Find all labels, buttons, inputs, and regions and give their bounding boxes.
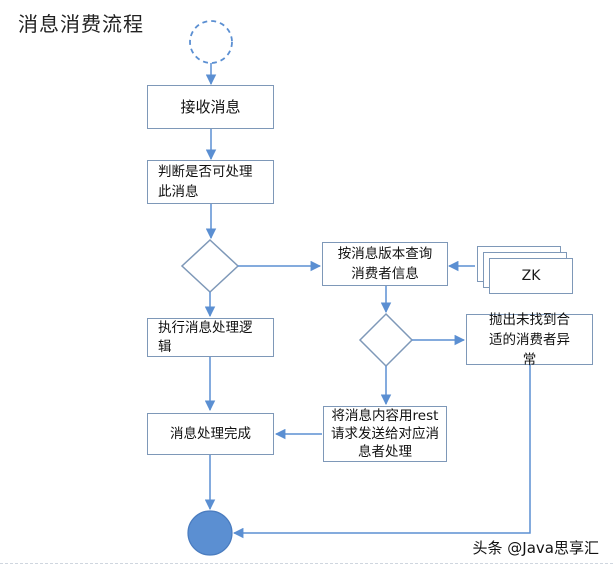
node-throw-exception: 抛出未找到合适的消费者异常 bbox=[466, 312, 593, 368]
node-complete-label: 消息处理完成 bbox=[170, 426, 251, 442]
start-node bbox=[189, 20, 233, 64]
node-complete: 消息处理完成 bbox=[147, 413, 274, 455]
watermark: 头条 @Java思享汇 bbox=[472, 539, 599, 557]
diagram-title: 消息消费流程 bbox=[18, 12, 144, 36]
node-zk: ZK bbox=[489, 258, 573, 294]
node-receive-label: 接收消息 bbox=[180, 98, 241, 116]
node-judge-message: 判断是否可处理此消息 bbox=[147, 160, 274, 204]
decision-diamond-1 bbox=[180, 238, 240, 294]
node-execute-logic: 执行消息处理逻辑 bbox=[147, 318, 274, 357]
node-receive-message: 接收消息 bbox=[147, 85, 274, 129]
node-execute-label: 执行消息处理逻辑 bbox=[158, 319, 253, 355]
node-forward-label: 将消息内容用rest请求发送给对应消息者处理 bbox=[331, 408, 439, 460]
footer-divider bbox=[0, 563, 613, 566]
node-judge-label: 判断是否可处理此消息 bbox=[158, 164, 253, 200]
decision-diamond-2 bbox=[358, 312, 414, 368]
node-query-consumer: 按消息版本查询消费者信息 bbox=[322, 242, 448, 286]
node-forward-rest: 将消息内容用rest请求发送给对应消息者处理 bbox=[323, 406, 447, 462]
node-zk-label: ZK bbox=[521, 268, 541, 284]
node-query-label: 按消息版本查询消费者信息 bbox=[337, 246, 433, 282]
end-node bbox=[187, 510, 233, 556]
node-throw-label: 抛出未找到合适的消费者异常 bbox=[489, 311, 570, 368]
edge-throw-end bbox=[232, 365, 531, 539]
